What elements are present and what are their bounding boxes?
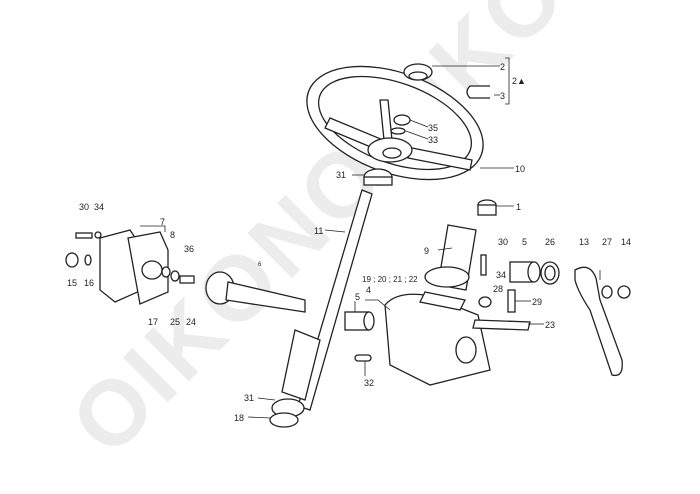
label-18: 18 — [234, 413, 244, 423]
washer-27 — [601, 285, 613, 299]
label-9: 9 — [424, 246, 429, 256]
label-24: 24 — [186, 317, 196, 327]
label-5-left: 5 — [355, 292, 360, 302]
bolt-30 — [480, 254, 487, 276]
label-8: 8 — [170, 230, 175, 240]
label-26: 26 — [545, 237, 555, 247]
seal-ring — [269, 412, 299, 428]
label-11: 11 — [314, 226, 323, 236]
label-17: 17 — [148, 317, 158, 327]
bushing-8 — [141, 260, 163, 280]
nut-15 — [65, 252, 79, 268]
flange — [424, 266, 470, 288]
label-7: 7 — [160, 217, 165, 227]
label-15: 15 — [67, 278, 77, 288]
leader-lines — [140, 57, 601, 419]
bellows — [281, 329, 321, 401]
label-5-right: 5 — [522, 237, 527, 247]
clip — [466, 85, 490, 99]
label-2: 2 — [500, 62, 505, 72]
seal-26 — [540, 261, 560, 285]
label-33: 33 — [428, 135, 438, 145]
oring-36 — [161, 266, 171, 278]
label-6: 6 — [258, 262, 262, 268]
label-35: 35 — [428, 123, 438, 133]
label-23: 23 — [545, 320, 555, 330]
label-25: 25 — [170, 317, 180, 327]
nut — [393, 114, 411, 126]
washer — [390, 127, 406, 135]
label-13: 13 — [579, 237, 589, 247]
washer-16 — [84, 254, 92, 266]
label-2a: 2▲ — [512, 76, 526, 86]
pitman-arm — [574, 266, 623, 377]
washer-34 — [94, 231, 102, 239]
label-16: 16 — [84, 278, 94, 288]
plate — [472, 319, 531, 331]
label-30-right: 30 — [498, 237, 508, 247]
label-30-left: 30 — [79, 202, 89, 212]
worm-shaft — [205, 271, 306, 313]
bolt-29 — [507, 289, 516, 313]
horn-cap — [403, 63, 433, 81]
label-32: 32 — [364, 378, 374, 388]
pin — [354, 354, 372, 362]
label-3: 3 — [500, 91, 505, 101]
washer-25 — [170, 270, 180, 282]
label-1: 1 — [516, 202, 521, 212]
bolt-30-left — [75, 232, 93, 239]
bushing-5-left — [344, 311, 375, 331]
label-28: 28 — [493, 284, 503, 294]
label-29: 29 — [532, 297, 542, 307]
label-34-right: 34 — [496, 270, 506, 280]
label-4: 4 — [366, 285, 371, 295]
steering-box-housing — [384, 293, 491, 386]
nut-14 — [617, 285, 631, 299]
housing-port — [455, 336, 477, 364]
label-14: 14 — [621, 237, 631, 247]
bearing-top — [363, 168, 393, 186]
screw-24 — [179, 275, 195, 284]
label-10: 10 — [515, 164, 525, 174]
label-34-left: 34 — [94, 202, 104, 212]
label-31-top: 31 — [336, 170, 346, 180]
label-27: 27 — [602, 237, 612, 247]
plug-28 — [478, 296, 492, 308]
bushing-1 — [477, 199, 497, 216]
label-19-22: 19 ; 20 ; 21 ; 22 — [362, 275, 418, 284]
bushing-5-right — [509, 261, 541, 283]
label-31-bottom: 31 — [244, 393, 254, 403]
gasket — [419, 291, 466, 311]
label-36: 36 — [184, 244, 194, 254]
